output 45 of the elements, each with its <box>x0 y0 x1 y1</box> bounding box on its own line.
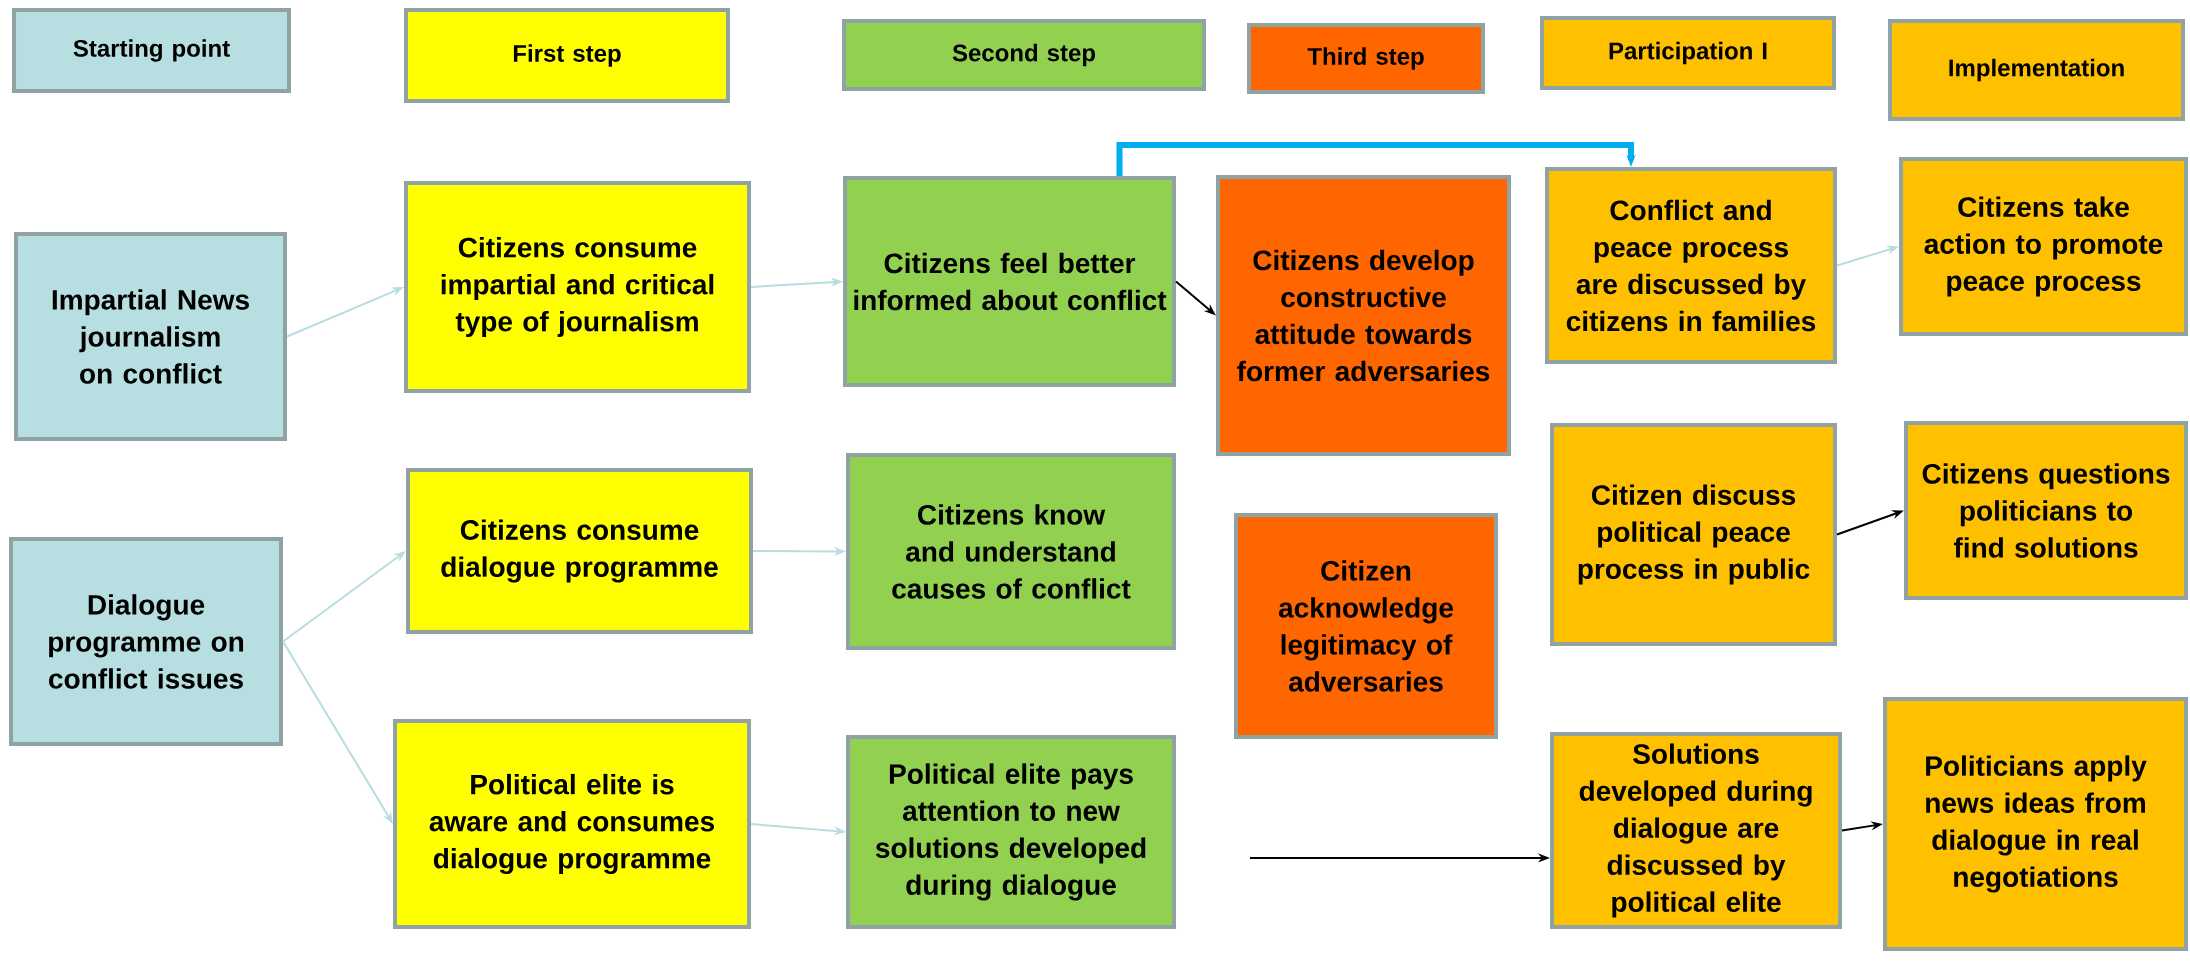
process-box <box>14 232 287 441</box>
node-label: Implementation <box>1949 58 2124 82</box>
process-box <box>406 468 753 634</box>
node-label: Participation I <box>1609 41 1767 65</box>
step-header-box <box>1888 19 2185 121</box>
process-box <box>1899 157 2188 336</box>
node-label: Second step <box>952 43 1096 67</box>
node-label: Citizens questions politicians to find solutions <box>1922 463 2170 558</box>
node-label: Politicians apply news ideas from dialogue in real negotiations <box>1926 755 2147 893</box>
node-label: Citizens develop constructive attitude towards former adversaries <box>1237 249 1490 382</box>
node-label: Citizens know and understand causes of conflict <box>892 504 1131 599</box>
node-label: Citizens feel better informed about conflict <box>854 252 1167 311</box>
node-label: Political elite pays attention to new solutions developed during dialogue <box>875 763 1146 901</box>
process-box <box>1550 732 1842 929</box>
arrow <box>1116 142 1636 176</box>
process-box <box>1545 167 1837 364</box>
step-header-box <box>842 19 1206 91</box>
node-label: Citizen acknowledge legitimacy of adversaries <box>1278 560 1453 692</box>
node-label: Dialogue programme on conflict issues <box>49 594 244 689</box>
process-box <box>846 735 1176 929</box>
node-label: Solutions developed during dialogue are discussed by political elite <box>1579 743 1812 918</box>
process-box <box>1550 423 1837 646</box>
process-box <box>843 176 1176 387</box>
process-box <box>846 453 1176 650</box>
node-label: Impartial News journalism on conflict <box>52 289 249 384</box>
step-header-box <box>12 8 291 93</box>
node-label: Citizens take action to promote peace process <box>1924 196 2163 297</box>
node-label: Third step <box>1307 47 1424 70</box>
node-label: Political elite is aware and consumes dialogue programme <box>429 773 714 875</box>
node-label: Conflict and peace process are discussed by citizens in families <box>1566 199 1816 332</box>
process-box <box>1883 697 2188 951</box>
process-box <box>1216 175 1511 456</box>
node-label: Starting point <box>73 39 230 62</box>
process-box <box>404 181 751 393</box>
step-header-box <box>1540 16 1836 90</box>
node-label: Citizens consume impartial and critical type of journalism <box>441 236 714 338</box>
process-box <box>393 719 751 929</box>
step-header-box <box>1247 23 1485 94</box>
process-box <box>9 537 283 746</box>
step-header-box <box>404 8 730 103</box>
node-label: Citizen discuss political peace process in public <box>1578 484 1810 585</box>
node-label: Citizens consume dialogue programme <box>441 519 718 583</box>
process-box <box>1904 421 2188 600</box>
process-box <box>1234 513 1498 739</box>
node-label: First step <box>513 44 621 67</box>
